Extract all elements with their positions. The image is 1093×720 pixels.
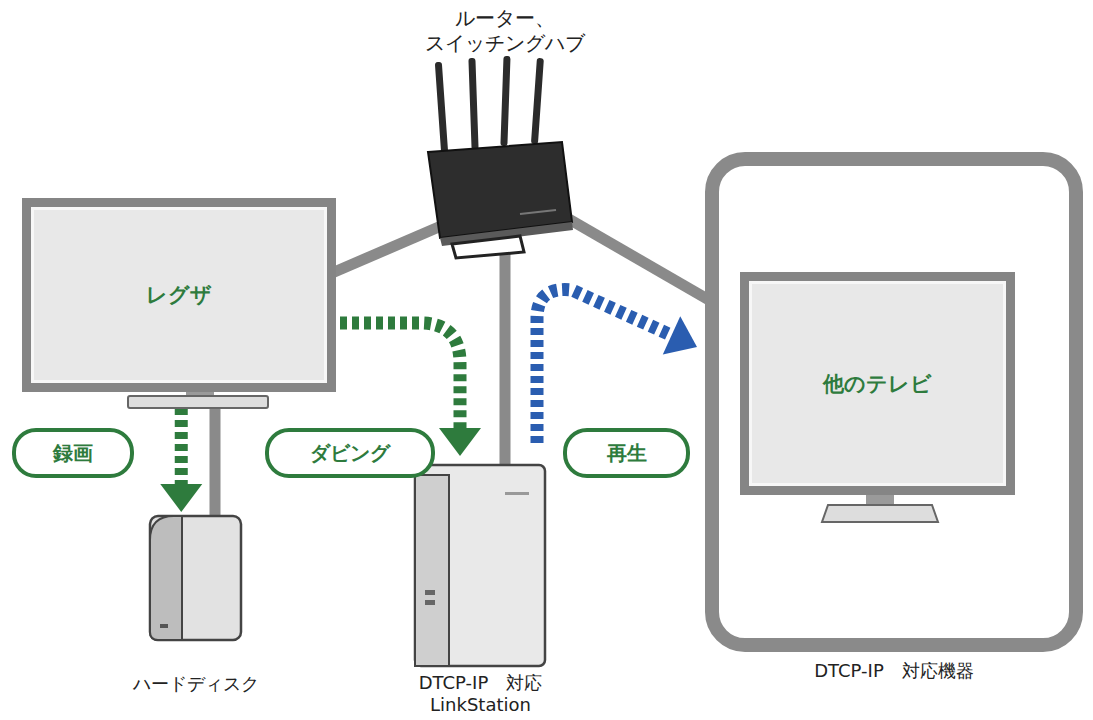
router-antenna xyxy=(468,58,478,150)
arrow-head xyxy=(439,428,481,456)
device-group-box: DTCP-IP 対応機器他のテレビ xyxy=(705,152,1083,652)
nas-body xyxy=(415,465,545,666)
hdd-body xyxy=(150,516,241,640)
router-body xyxy=(428,142,572,238)
tv-stand-neck xyxy=(866,495,894,505)
router-stand xyxy=(452,236,524,258)
tv-screen: レグザ xyxy=(22,198,336,392)
router-leds xyxy=(520,210,556,214)
node-text: ルーター、 スイッチングハブ xyxy=(415,6,595,56)
nas-button xyxy=(425,590,435,595)
hdd-front xyxy=(150,516,182,640)
router-antenna xyxy=(435,62,448,154)
edge-label-pill: 再生 xyxy=(563,428,690,478)
cable-line-path xyxy=(210,400,221,525)
dashed-arrow xyxy=(160,408,202,512)
cable-line xyxy=(215,400,216,525)
nas-front xyxy=(415,475,449,666)
router-node: ルーター、 スイッチングハブ xyxy=(415,6,595,250)
dashed-arrow xyxy=(537,290,697,443)
dashed-arrow-path xyxy=(537,290,672,443)
tv-stand-base xyxy=(128,396,268,408)
nas-node: DTCP-IP 対応 LinkStation xyxy=(413,463,548,668)
dashed-arrow-path xyxy=(175,408,188,484)
node-text: DTCP-IP 対応 LinkStation xyxy=(376,672,586,716)
edge-label-pill: ダビング xyxy=(265,428,435,478)
tv-screen: 他のテレビ xyxy=(740,272,1015,495)
node-text: レグザ xyxy=(146,281,212,309)
hdd-led xyxy=(160,624,168,628)
cable-line-path xyxy=(555,211,709,300)
node-text: 他のテレビ xyxy=(823,370,932,398)
edge-label-pill: 録画 xyxy=(12,428,134,478)
node-text: DTCP-IP 対応機器 xyxy=(744,660,1044,682)
cable-line xyxy=(332,220,455,273)
router-antenna xyxy=(500,56,510,146)
cable-line xyxy=(555,211,709,300)
nas-logo xyxy=(505,492,529,495)
arrow-head xyxy=(663,316,697,354)
tv-stand-base xyxy=(822,505,938,522)
nas-button xyxy=(425,600,435,605)
router-antenna xyxy=(531,58,544,144)
node-text: ハードディスク xyxy=(96,673,296,695)
dashed-arrow-path xyxy=(340,323,460,428)
hdd-node: ハードディスク xyxy=(148,515,243,641)
arrow-head xyxy=(160,484,202,512)
cable-line-path xyxy=(332,220,455,273)
